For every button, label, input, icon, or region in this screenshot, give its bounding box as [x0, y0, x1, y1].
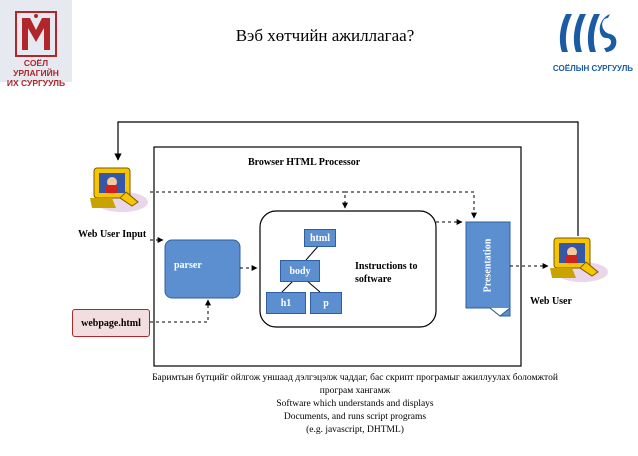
- instructions-line: software: [355, 274, 392, 285]
- node-body: body: [280, 260, 320, 282]
- university-emblem-icon: [15, 11, 57, 57]
- left-logo-line: СОЁЛ УРЛАГИЙН: [13, 58, 59, 78]
- presentation-label: Presentation: [482, 238, 494, 292]
- computer-user-icon: [550, 237, 608, 282]
- node-body-label: body: [289, 265, 311, 277]
- right-logo-name: СОЁЛЫН СУРГУУЛЬ: [552, 64, 634, 73]
- presentation-fold: [489, 307, 511, 317]
- feedback-loop-arrow: [114, 121, 579, 236]
- caption: Баримтын бүтцийг ойлгож уншаад дэлгэцэлж…: [110, 372, 600, 437]
- left-university-logo: СОЁЛ УРЛАГИЙН ИХ СУРГУУЛЬ: [0, 0, 72, 88]
- webpage-file-box: webpage.html: [72, 309, 150, 337]
- node-h1-label: h1: [280, 297, 292, 309]
- left-logo-name: СОЁЛ УРЛАГИЙН ИХ СУРГУУЛЬ: [0, 58, 72, 88]
- processor-title: Browser HTML Processor: [248, 157, 361, 168]
- webpage-label: webpage.html: [81, 317, 141, 329]
- left-logo-line: ИХ СУРГУУЛЬ: [6, 78, 66, 88]
- computer-user-icon: [90, 167, 148, 212]
- page-title: Вэб хөтчийн ажиллагаа?: [235, 26, 415, 45]
- caption-line: (e.g. javascript, DHTML): [306, 425, 404, 435]
- caption-line: Баримтын бүтцийг ойлгож уншаад дэлгэцэлж…: [152, 373, 558, 383]
- school-emblem-icon: [559, 14, 617, 52]
- right-school-logo: СОЁЛЫН СУРГУУЛЬ: [552, 8, 634, 78]
- web-user-label: Web User: [530, 296, 572, 307]
- parser-box: [164, 239, 241, 299]
- caption-line: Software which understands and displays: [276, 399, 434, 409]
- dashed-arrows: [150, 191, 549, 323]
- node-html: html: [304, 229, 336, 247]
- node-p: p: [310, 292, 342, 314]
- instructions-label: Instructions to software: [355, 260, 418, 286]
- node-html-label: html: [310, 232, 330, 244]
- caption-line: програм хангамж: [319, 386, 391, 396]
- node-h1: h1: [266, 292, 306, 314]
- presentation-label-wrap: Presentation: [466, 222, 510, 308]
- web-user-input-label: Web User Input: [78, 229, 147, 240]
- caption-line: Documents, and runs script programs: [283, 412, 427, 422]
- node-p-label: p: [323, 297, 329, 309]
- parser-label: parser: [174, 260, 202, 271]
- instructions-line: Instructions to: [355, 261, 418, 272]
